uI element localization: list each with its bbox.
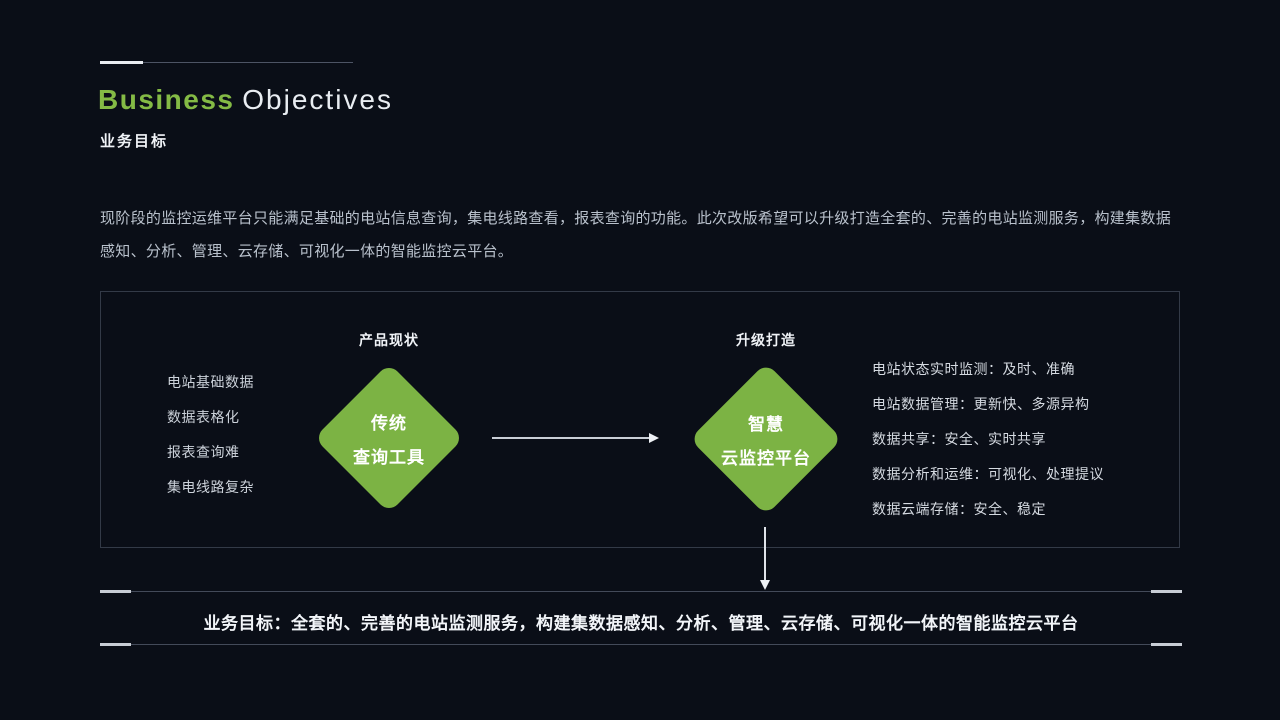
benefit-item: 数据共享：安全、实时共享 [872,431,1046,447]
upgrade-diamond-text: 智慧 云监控平台 [712,385,820,493]
current-state-diamond: 传统 查询工具 [314,363,464,513]
page-title-rest: Objectives [242,84,393,115]
upgrade-diamond: 智慧 云监控平台 [689,362,843,516]
pain-point-item: 数据表格化 [167,409,240,425]
pain-point-item: 报表查询难 [167,444,240,460]
footer-rule-bottom [100,643,1182,646]
diamond-line: 查询工具 [353,447,425,467]
current-state-label: 产品现状 [359,332,419,348]
page-subtitle: 业务目标 [100,133,169,150]
upgrade-arrow-icon [492,433,659,443]
benefit-list: 电站状态实时监测：及时、准确 电站数据管理：更新快、多源异构 数据共享：安全、实… [872,352,1104,527]
title-divider-cap [100,61,143,64]
intro-paragraph: 现阶段的监控运维平台只能满足基础的电站信息查询，集电线路查看，报表查询的功能。此… [100,210,1172,260]
footer-rule-bottom-line [100,644,1182,645]
footer-rule-bottom-cap-left [100,643,131,646]
pain-point-item: 集电线路复杂 [167,479,254,495]
business-objective-statement: 业务目标：全套的、完善的电站监测服务，构建集数据感知、分析、管理、云存储、可视化… [203,614,1079,633]
footer-rule-top-line [100,591,1182,592]
diamond-line: 智慧 [748,414,784,434]
footer-rule-top-cap-right [1151,590,1182,593]
benefit-item: 数据分析和运维：可视化、处理提议 [872,466,1104,482]
page-title-accent: Business [98,84,235,115]
pain-point-item: 电站基础数据 [167,374,254,390]
diagram-box: 电站基础数据 数据表格化 报表查询难 集电线路复杂 产品现状 传统 查询工具 升… [100,291,1180,548]
page-title: Business Objectives [98,84,393,116]
footer-rule-top [100,590,1182,593]
diamond-line: 传统 [371,413,407,433]
title-divider [100,61,353,64]
footer-rule-top-cap-left [100,590,131,593]
benefit-item: 数据云端存储：安全、稳定 [872,501,1046,517]
benefit-item: 电站数据管理：更新快、多源异构 [872,396,1090,412]
benefit-item: 电站状态实时监测：及时、准确 [872,361,1075,377]
down-arrow-icon [760,527,770,590]
diamond-line: 云监控平台 [721,448,811,468]
title-divider-line [100,62,353,63]
upgrade-label: 升级打造 [736,332,796,348]
current-state-diamond-text: 传统 查询工具 [336,385,442,491]
pain-point-list: 电站基础数据 数据表格化 报表查询难 集电线路复杂 [167,365,254,505]
footer-rule-bottom-cap-right [1151,643,1182,646]
